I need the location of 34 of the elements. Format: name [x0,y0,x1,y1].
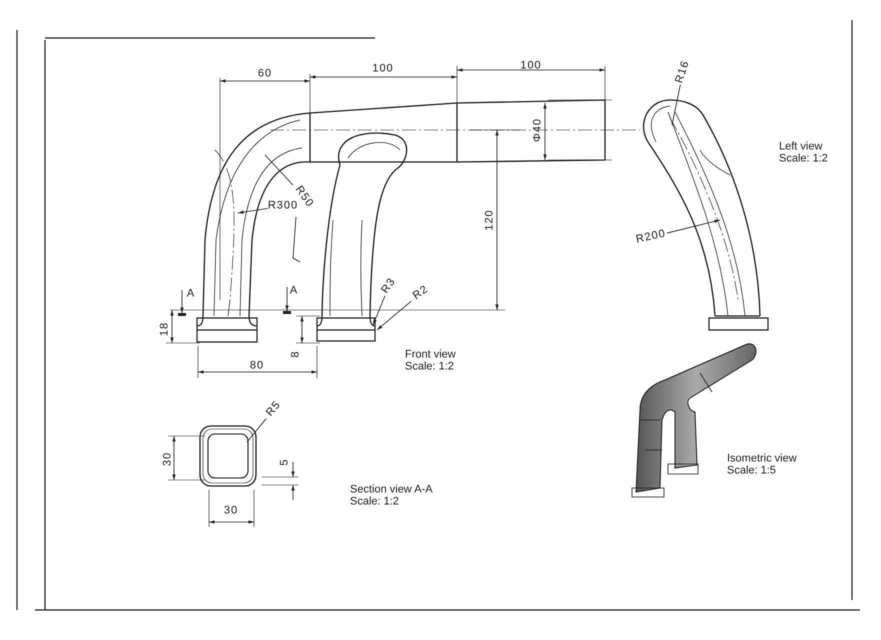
leader-line [264,154,294,186]
radius-dimension-text: R3 [380,276,398,296]
leader-line [238,208,300,262]
leader-line [372,295,386,326]
leader-line [666,220,720,234]
dimension-text: 60 [258,68,272,80]
dimension-text: 80 [250,360,264,372]
dimension-text: 100 [372,64,394,74]
scale-note: Scale: 1:2 [405,362,454,372]
section-mark: A [290,286,298,296]
view-title: Isometric view [727,454,797,464]
scale-note: Scale: 1:2 [779,154,828,164]
dimension-text: 8 [290,350,302,358]
scale-note: Scale: 1:5 [727,466,776,476]
view-title: Section view A-A [350,484,433,496]
leader-line [246,418,266,442]
dimension-text: 100 [520,60,542,72]
radius-dimension-text: R300 [268,200,298,212]
radius-dimension-text: R5 [264,399,284,419]
radius-dimension-text: R200 [635,228,667,246]
dimension-text: 30 [162,452,174,466]
dimension-text: 18 [160,322,170,336]
view-title: Left view [779,142,822,152]
view-title: Front view [405,350,456,360]
dimension-text: Φ40 [532,118,544,142]
leader-line [376,300,412,330]
radius-dimension-text: R2 [411,284,431,302]
radius-dimension-text: R16 [674,59,692,85]
dimension-text: 120 [484,209,496,231]
dimension-text: 5 [280,458,290,466]
section-mark: A [186,288,196,300]
dimension-text: 30 [224,506,238,516]
scale-note: Scale: 1:2 [350,496,399,508]
leader-line [672,84,681,126]
